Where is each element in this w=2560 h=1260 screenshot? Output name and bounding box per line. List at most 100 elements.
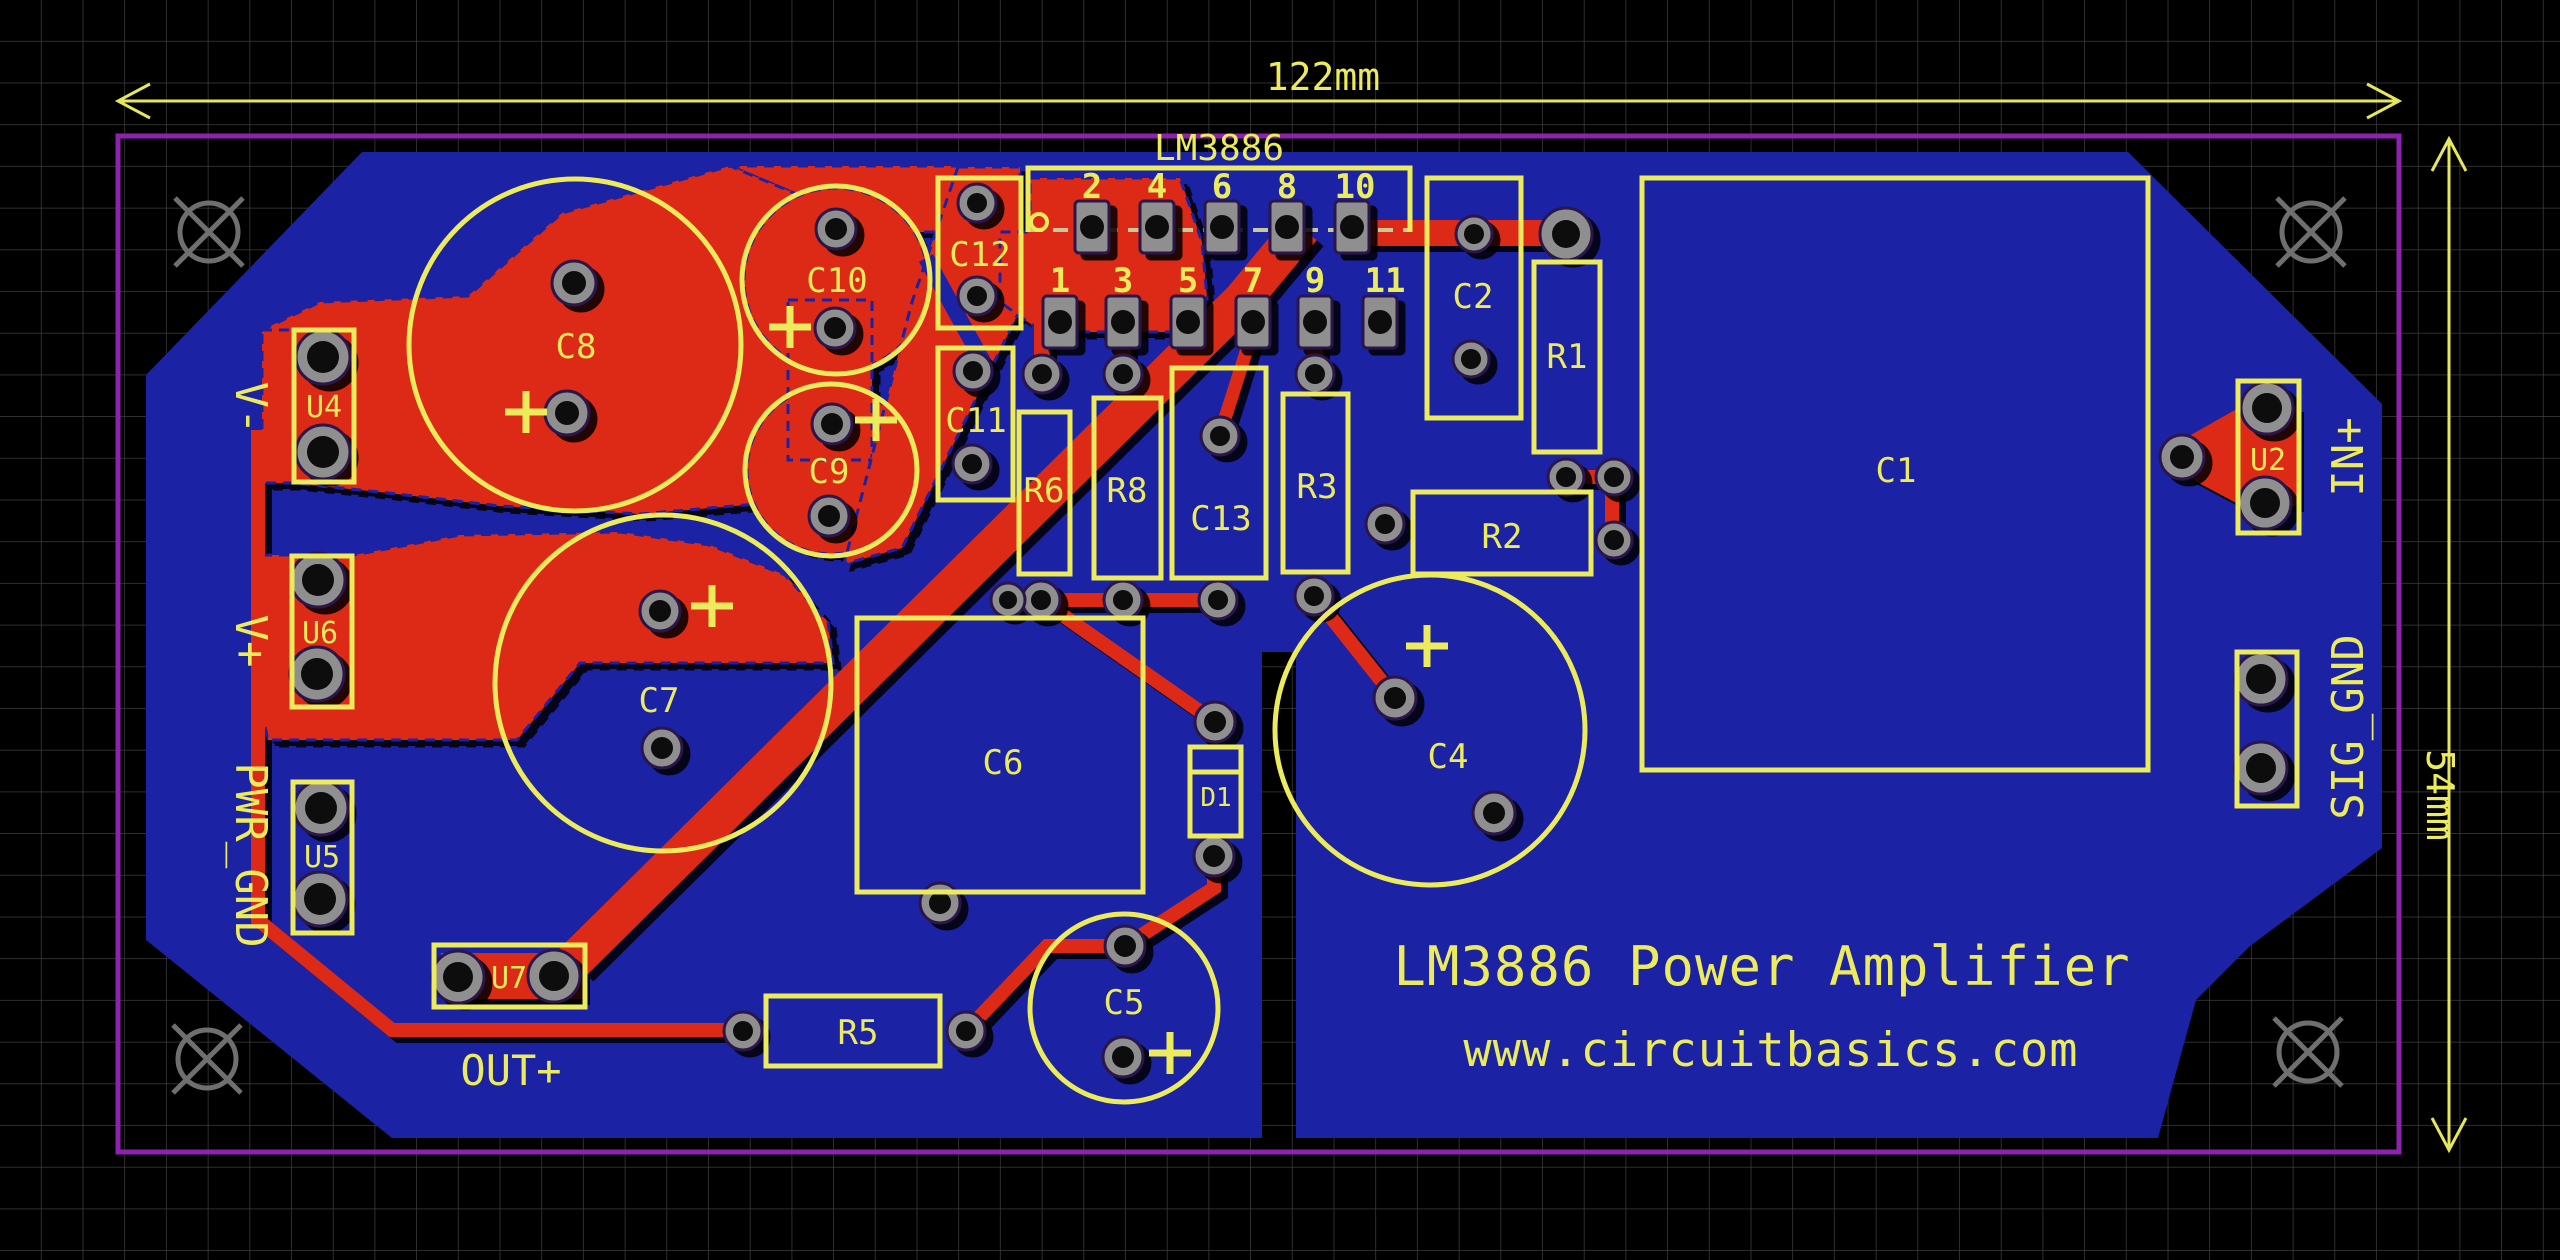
mounting-holes bbox=[171, 196, 2347, 1095]
pin-number: 5 bbox=[1178, 261, 1198, 301]
pin-number: 8 bbox=[1277, 167, 1297, 207]
pad-hole bbox=[1080, 215, 1104, 239]
label-c10: C10 bbox=[806, 261, 867, 301]
mounting-hole-icon bbox=[173, 196, 245, 268]
polarity-marks bbox=[505, 306, 1448, 1074]
label-c1: C1 bbox=[1876, 451, 1917, 491]
label-lm3886: LM3886 bbox=[1154, 128, 1284, 169]
pad-hole bbox=[1241, 310, 1265, 334]
silk-outline-d1 bbox=[1187, 744, 1244, 839]
silk-outline-r2 bbox=[1410, 489, 1594, 577]
silk-outline-u7 bbox=[431, 942, 588, 1010]
pin-numbers: 2 4 6 8 10 1 3 5 7 9 11 bbox=[1050, 167, 1406, 301]
label-r8: R8 bbox=[1107, 471, 1148, 511]
board-website: www.circuitbasics.com bbox=[1463, 1023, 2078, 1078]
silk-outline-u5 bbox=[290, 779, 355, 936]
label-u2: U2 bbox=[2250, 443, 2286, 478]
silk-circle-c7 bbox=[492, 512, 834, 854]
height-dimension-label: 54mm bbox=[2418, 749, 2462, 841]
mounting-hole-icon bbox=[171, 1023, 243, 1095]
pin-number: 9 bbox=[1305, 261, 1325, 301]
label-out-plus: OUT+ bbox=[460, 1046, 561, 1095]
silk-outline-r6 bbox=[1016, 409, 1073, 577]
copper-trace bbox=[960, 939, 1125, 1036]
label-u7: U7 bbox=[491, 961, 527, 996]
mounting-hole-icon bbox=[2275, 196, 2347, 268]
label-r6: R6 bbox=[1024, 471, 1065, 511]
label-c7: C7 bbox=[639, 681, 680, 721]
arrow-right-icon bbox=[2366, 82, 2403, 120]
pin-number: 3 bbox=[1113, 261, 1133, 301]
silk-outline-r8 bbox=[1091, 395, 1164, 581]
silk-outline-sig-gnd bbox=[2234, 649, 2300, 809]
label-c6: C6 bbox=[983, 743, 1024, 783]
label-u6: U6 bbox=[302, 616, 338, 651]
silk-outline-c11 bbox=[935, 345, 1016, 503]
pin-number: 10 bbox=[1335, 167, 1376, 207]
pin-number: 11 bbox=[1365, 261, 1406, 301]
label-d1: D1 bbox=[1200, 783, 1231, 813]
label-u4: U4 bbox=[306, 390, 342, 425]
silk-outline-u4 bbox=[291, 327, 357, 485]
board-title: LM3886 Power Amplifier bbox=[1393, 935, 2130, 998]
ic-header-pads bbox=[1041, 199, 1399, 350]
label-c13: C13 bbox=[1190, 499, 1251, 539]
label-r5: R5 bbox=[838, 1013, 879, 1053]
silk-outline-c1 bbox=[1639, 175, 2151, 773]
silk-outline-c2 bbox=[1424, 175, 1524, 421]
silk-circle-c8 bbox=[406, 176, 744, 514]
plus-icon bbox=[855, 399, 897, 441]
pad-hole bbox=[1275, 215, 1299, 239]
copper-trace bbox=[251, 430, 743, 1037]
label-v-plus: V+ bbox=[225, 615, 276, 668]
silk-circle-c4 bbox=[1272, 572, 1588, 888]
pad-hole bbox=[1210, 215, 1234, 239]
pin-number: 7 bbox=[1243, 261, 1263, 301]
plus-icon bbox=[769, 306, 811, 348]
silk-outline-u2 bbox=[2235, 378, 2302, 536]
arrow-up-icon bbox=[2430, 135, 2468, 172]
silk-outline-r5 bbox=[763, 993, 943, 1069]
mounting-hole-icon bbox=[2272, 1016, 2344, 1088]
pad-hole bbox=[1111, 310, 1135, 334]
silk-outline-c6 bbox=[854, 615, 1146, 895]
pad-hole bbox=[1048, 310, 1072, 334]
silk-outline-lm3886 bbox=[1025, 165, 1413, 232]
label-pwr-gnd: PWR_GND bbox=[225, 762, 276, 947]
label-c5: C5 bbox=[1104, 983, 1145, 1023]
label-r3: R3 bbox=[1297, 467, 1338, 507]
label-v-minus: V- bbox=[225, 382, 276, 435]
silk-circle-c9 bbox=[742, 381, 920, 559]
pad-hole bbox=[1340, 215, 1364, 239]
pin1-indicator-icon bbox=[1029, 212, 1049, 232]
label-r1: R1 bbox=[1547, 337, 1588, 377]
silk-outline-c12 bbox=[935, 175, 1024, 331]
pin-number: 6 bbox=[1212, 167, 1232, 207]
width-dimension-label: 122mm bbox=[1266, 55, 1380, 99]
label-c9: C9 bbox=[809, 452, 850, 492]
silk-circle-c10 bbox=[739, 183, 933, 377]
pad-hole bbox=[1303, 310, 1327, 334]
silk-outline-u6 bbox=[289, 553, 355, 710]
pad-hole bbox=[1368, 310, 1392, 334]
label-c4: C4 bbox=[1428, 737, 1469, 777]
plus-icon bbox=[505, 391, 547, 433]
pad-hole bbox=[1176, 310, 1200, 334]
label-in-plus: IN+ bbox=[2323, 417, 2374, 496]
plus-icon bbox=[691, 585, 733, 627]
silkscreen-layer: C8 C10 C9 C7 C12 C11 R6 R8 C13 R3 C2 R1 … bbox=[225, 128, 2374, 1105]
silk-outline-r1 bbox=[1531, 259, 1603, 455]
silk-outline-r3 bbox=[1280, 391, 1351, 575]
silk-outline-c13 bbox=[1169, 365, 1269, 581]
pin-number: 1 bbox=[1050, 261, 1070, 301]
dimension-annotations: 122mm 54mm bbox=[114, 55, 2468, 1154]
label-c2: C2 bbox=[1453, 277, 1494, 317]
pin-number: 4 bbox=[1147, 167, 1167, 207]
pad-hole bbox=[1145, 215, 1169, 239]
pin-number: 2 bbox=[1082, 167, 1102, 207]
arrow-down-icon bbox=[2430, 1117, 2468, 1154]
plus-icon bbox=[1406, 625, 1448, 667]
label-u5: U5 bbox=[304, 840, 340, 875]
